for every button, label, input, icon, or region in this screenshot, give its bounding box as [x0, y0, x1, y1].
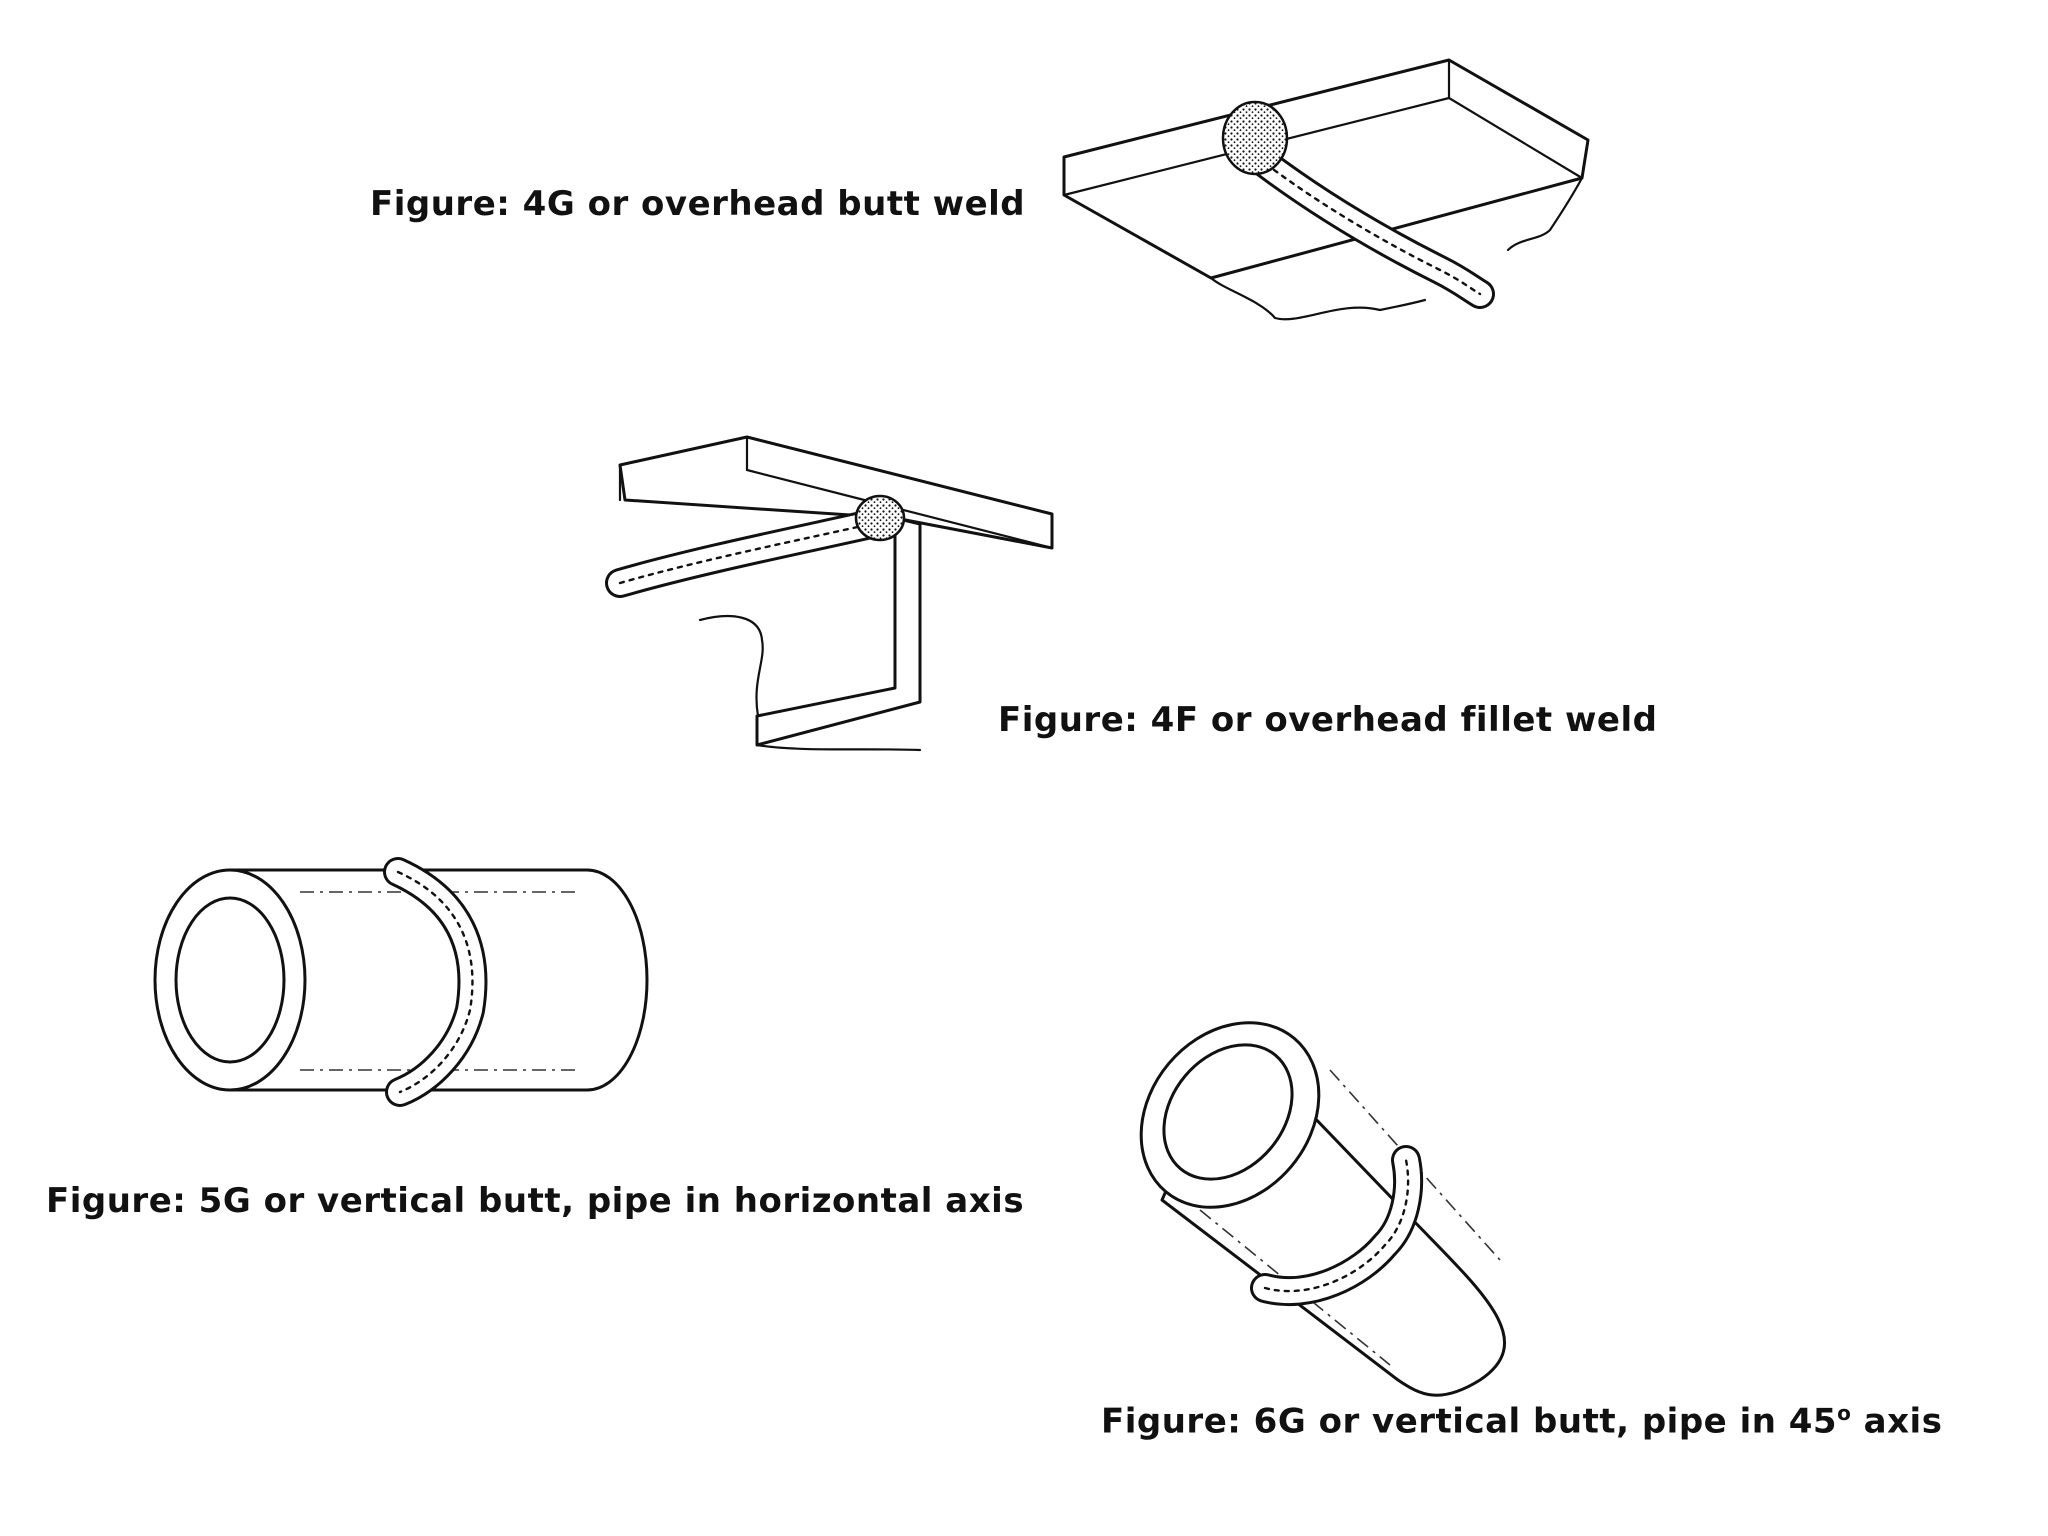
caption-6g-degree: o — [1837, 1401, 1852, 1425]
plate-4g — [1062, 58, 1590, 280]
caption-4f: Figure: 4F or overhead fillet weld — [998, 700, 1658, 740]
pipe-body-5g — [228, 868, 649, 1092]
caption-5g: Figure: 5G or vertical butt, pipe in hor… — [46, 1181, 1025, 1221]
illustration-5g-horizontal-pipe — [153, 857, 649, 1107]
pipe-bore-5g — [174, 896, 286, 1064]
caption-6g-tail: axis — [1851, 1401, 1943, 1442]
illustration-4g-overhead-butt — [1062, 58, 1590, 321]
caption-6g: Figure: 6G or vertical butt, pipe in 45o… — [1101, 1401, 1942, 1441]
bead-end-4g — [1221, 100, 1289, 176]
pipe-bore-6g — [1162, 1043, 1294, 1181]
bead-end-4f — [854, 494, 906, 542]
caption-4g: Figure: 4G or overhead butt weld — [370, 184, 1026, 224]
caption-6g-main: Figure: 6G or vertical butt, pipe in 45 — [1101, 1401, 1838, 1442]
illustration-4f-overhead-fillet — [605, 435, 1054, 752]
illustration-6g-45-degree-pipe — [1139, 1021, 1506, 1397]
